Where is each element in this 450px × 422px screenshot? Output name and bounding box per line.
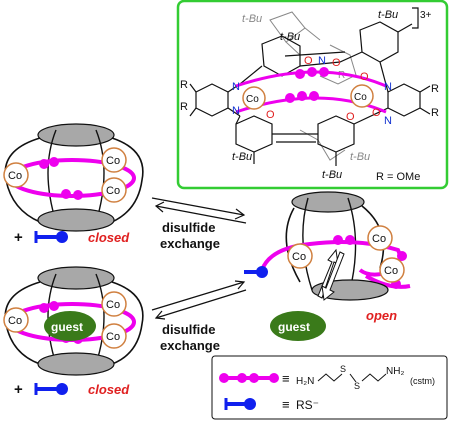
closed-label: closed [88, 230, 130, 245]
closed-cage-empty: Co Co Co [3, 123, 144, 232]
inset-o-1: O [304, 55, 313, 67]
legend-s-1: S [340, 364, 346, 374]
inset-co-ring-right [350, 84, 374, 108]
inset-co-right: Co [354, 92, 367, 103]
inset-o-5: O [346, 111, 355, 123]
co-label: Co [8, 315, 22, 327]
top-disc [37, 123, 115, 147]
released-guest [270, 311, 326, 341]
co-label: Co [292, 251, 306, 263]
guest-release-arrows [317, 248, 345, 301]
reaction-label-line2: exchange [160, 338, 220, 353]
r-definition: R = OMe [376, 171, 420, 183]
open-cage: Co Co Co guest [244, 191, 411, 341]
closed-label: closed [88, 382, 130, 397]
legend-h2n: H₂N [296, 376, 314, 387]
molecular-structure-inset: t-Bu t-Bu R [176, 0, 449, 190]
inset-o-3: O [360, 71, 369, 83]
inset-co-left: Co [246, 94, 259, 105]
co-label: Co [106, 299, 120, 311]
inset-n-4: N [384, 81, 392, 93]
co-label: Co [106, 331, 120, 343]
legend-rs: RS⁻ [296, 398, 319, 412]
charge-bracket [412, 7, 419, 29]
co-label: Co [106, 155, 120, 167]
thiolate-icon [34, 231, 68, 243]
guest-ellipse [44, 311, 96, 341]
plus-sign: + [14, 381, 23, 398]
inset-r-left-top: R [180, 79, 188, 91]
legend-equiv-1: ≡ [282, 371, 290, 386]
legend-box: ≡ H₂N S S NH₂ (cstm) ≡ RS⁻ [211, 355, 448, 420]
charge-label: 3+ [420, 10, 432, 21]
guest-label: guest [51, 320, 83, 334]
tbu-label-top-left: t-Bu [280, 31, 300, 43]
inset-o-4: O [266, 109, 275, 121]
co-label: Co [372, 233, 386, 245]
equilibrium-arrows-upper [151, 197, 247, 224]
inset-o-2: O [332, 57, 341, 69]
reaction-label-line1: disulfide [162, 220, 215, 235]
legend-s-2: S [354, 381, 360, 391]
guest-label: guest [278, 320, 310, 334]
inset-r-left-bottom: R [180, 101, 188, 113]
reaction-label-line1: disulfide [162, 322, 215, 337]
inset-r-right-bottom: R [431, 107, 439, 119]
tbu-label-bottom-mid: t-Bu [322, 169, 342, 181]
reaction-label-line2: exchange [160, 236, 220, 251]
inset-r-right-top: R [431, 83, 439, 95]
inset-co-ring-left [242, 86, 266, 110]
co-label: Co [106, 185, 120, 197]
legend-equiv-2: ≡ [282, 397, 290, 412]
legend-cstm: (cstm) [410, 376, 435, 386]
tbu-label-gray-right: t-Bu [350, 151, 370, 163]
thiolate-icon [34, 383, 68, 395]
legend-nh2: NH₂ [386, 366, 404, 377]
inset-n-2: N [232, 81, 240, 93]
co-label: Co [384, 265, 398, 277]
tbu-label-bottom-left: t-Bu [232, 151, 252, 163]
open-label: open [366, 308, 397, 323]
equilibrium-arrows-lower [151, 280, 247, 320]
inset-n-5: N [384, 115, 392, 127]
closed-cage-guest: guest Co Co Co [3, 266, 144, 376]
tbu-label-gray-top: t-Bu [242, 13, 262, 25]
inset-n-3: N [232, 105, 240, 117]
inset-n-1: N [318, 55, 326, 67]
inset-o-6: O [372, 107, 381, 119]
bottom-disc [37, 208, 115, 232]
co-label: Co [8, 170, 22, 182]
plus-sign: + [14, 229, 23, 246]
r-label-gray: R [338, 70, 345, 81]
tbu-label-top-right: t-Bu [378, 9, 398, 21]
